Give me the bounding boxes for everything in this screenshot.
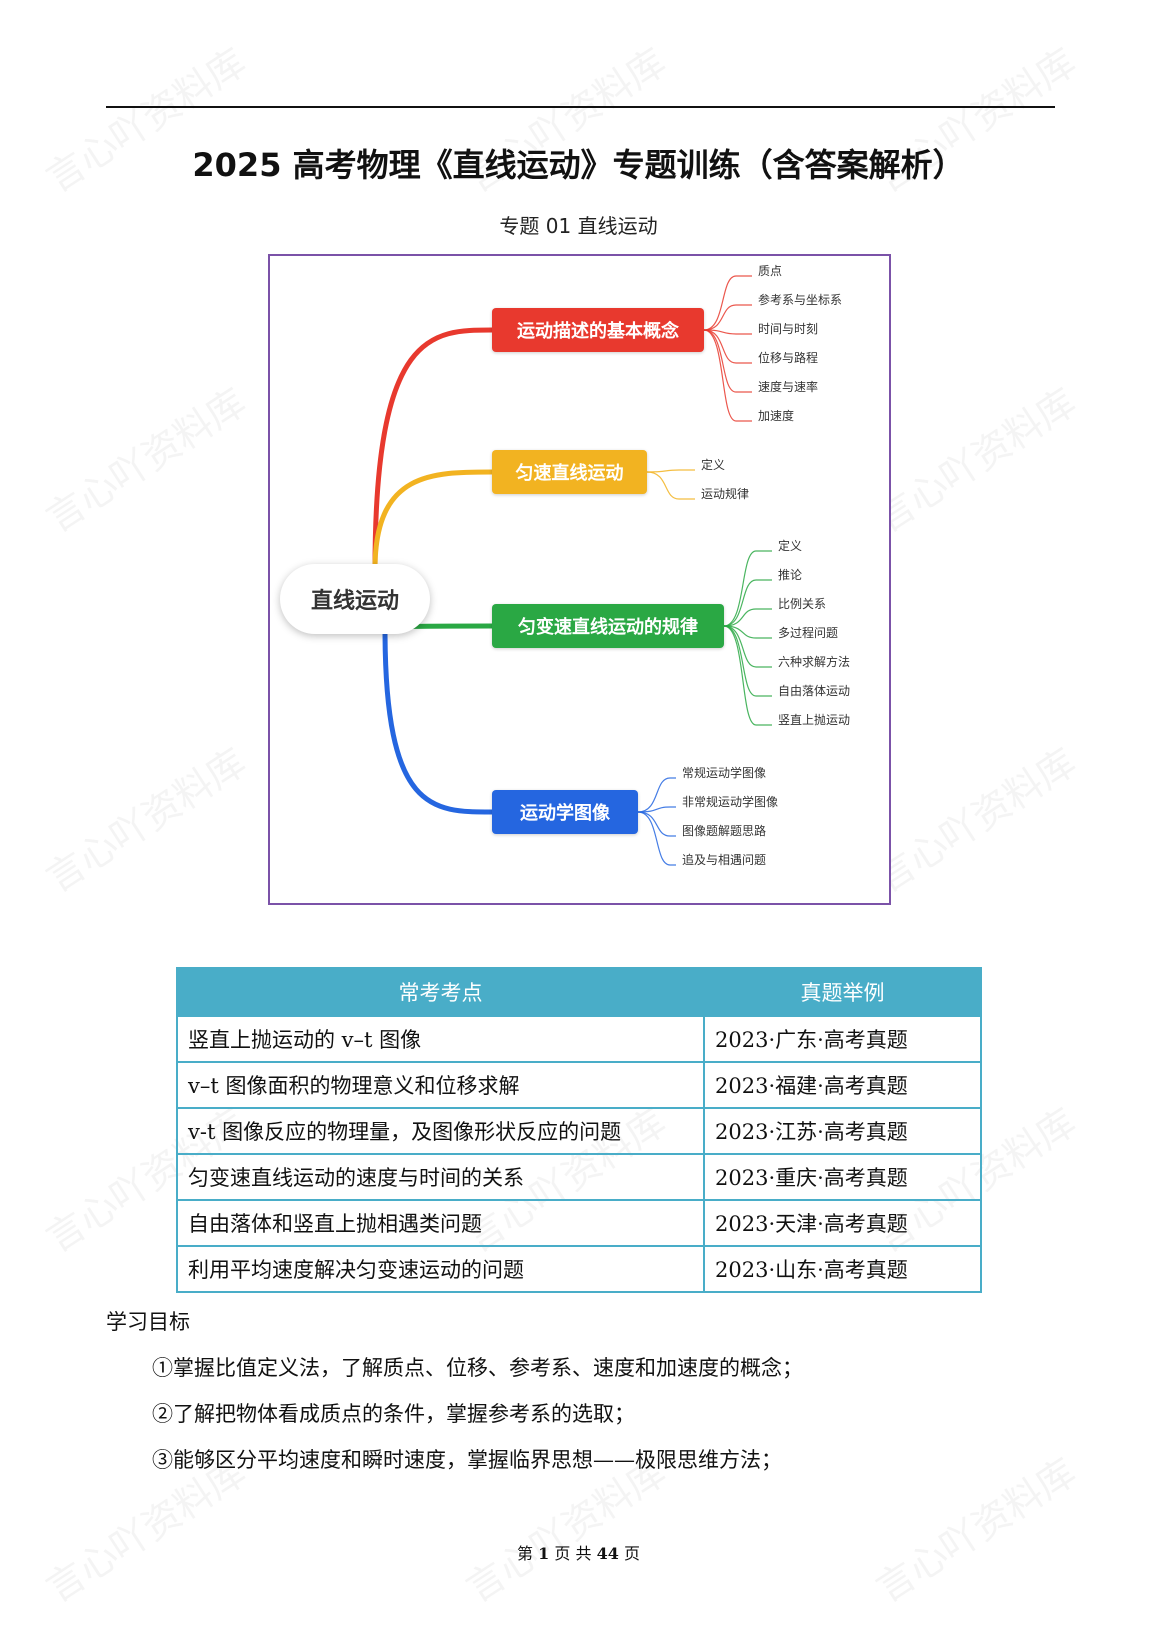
- mindmap-leaf-connector: [646, 471, 695, 500]
- mindmap-leaf-label: 质点: [758, 264, 783, 278]
- mindmap-leaf-label: 加速度: [758, 409, 795, 423]
- table-cell-point: v-t 图像反应的物理量，及图像形状反应的问题: [176, 1107, 705, 1155]
- mindmap-leaf-connector: [703, 329, 752, 335]
- footer-prefix: 第: [517, 1544, 534, 1563]
- header-rule: [106, 106, 1055, 108]
- mindmap-branch-node: 匀变速直线运动的规律: [492, 604, 724, 648]
- mindmap-leaf-label: 多过程问题: [778, 626, 839, 640]
- table-cell-example: 2023·重庆·高考真题: [703, 1153, 982, 1201]
- footer-middle: 页 共: [554, 1544, 592, 1563]
- table-cell-point: v–t 图像面积的物理意义和位移求解: [176, 1061, 705, 1109]
- mindmap-leaf-connector: [723, 550, 772, 627]
- mindmap-leaf-label: 速度与速率: [758, 380, 819, 394]
- table-cell-point: 匀变速直线运动的速度与时间的关系: [176, 1153, 705, 1201]
- mindmap-leaf-connector: [637, 806, 676, 813]
- mindmap-leaf-connector: [703, 304, 752, 331]
- mindmap-leaf-label: 追及与相遇问题: [682, 853, 767, 867]
- mindmap-leaf-label: 非常规运动学图像: [682, 795, 779, 809]
- mindmap-leaf-connector: [703, 329, 752, 393]
- mindmap-figure: 直线运动 运动描述的基本概念 质点参考系与坐标系时间与时刻位移与路程速度与速率加速…: [268, 254, 891, 905]
- table-row: 匀变速直线运动的速度与时间的关系 2023·重庆·高考真题: [176, 1153, 982, 1201]
- table-cell-example: 2023·天津·高考真题: [703, 1199, 982, 1247]
- mindmap-leaf-label: 推论: [778, 568, 803, 582]
- mindmap-leaf-connector: [723, 608, 772, 627]
- footer-page-number: 1: [538, 1544, 550, 1563]
- mindmap-center-node: 直线运动: [280, 564, 430, 634]
- table-header-examples: 真题举例: [703, 967, 982, 1017]
- table-row: v-t 图像反应的物理量，及图像形状反应的问题 2023·江苏·高考真题: [176, 1107, 982, 1155]
- table-cell-example: 2023·福建·高考真题: [703, 1061, 982, 1109]
- table-cell-point: 利用平均速度解决匀变速运动的问题: [176, 1245, 705, 1293]
- goal-item: ①掌握比值定义法，了解质点、位移、参考系、速度和加速度的概念；: [152, 1356, 803, 1380]
- mindmap-leaf-connector: [637, 777, 676, 813]
- mindmap-leaf-connector: [703, 329, 752, 422]
- table-row: v–t 图像面积的物理意义和位移求解 2023·福建·高考真题: [176, 1061, 982, 1109]
- mindmap-leaf-connector: [723, 625, 772, 668]
- goal-item: ②了解把物体看成质点的条件，掌握参考系的选取；: [152, 1402, 635, 1426]
- exam-points-table: 常考考点 真题举例 竖直上抛运动的 v–t 图像 2023·广东·高考真题 v–…: [176, 967, 982, 1293]
- mindmap-leaf-connector: [703, 275, 752, 331]
- mindmap-branch-node: 匀速直线运动: [492, 450, 647, 494]
- mindmap-leaf-label: 定义: [778, 539, 803, 553]
- footer-total-pages: 44: [596, 1544, 619, 1563]
- table-row: 自由落体和竖直上抛相遇类问题 2023·天津·高考真题: [176, 1199, 982, 1247]
- watermark: 言心吖资料库: [868, 739, 1084, 901]
- mindmap-leaf-connector: [637, 811, 676, 866]
- mindmap-leaf-connector: [723, 625, 772, 726]
- footer-suffix: 页: [623, 1544, 640, 1563]
- mindmap-branch-node: 运动学图像: [492, 790, 638, 834]
- mindmap-leaf-label: 六种求解方法: [778, 655, 851, 669]
- table-row: 竖直上抛运动的 v–t 图像 2023·广东·高考真题: [176, 1015, 982, 1063]
- table-cell-example: 2023·山东·高考真题: [703, 1245, 982, 1293]
- mindmap-leaf-connector: [646, 469, 695, 473]
- mindmap-branch-node: 运动描述的基本概念: [492, 308, 704, 352]
- watermark: 言心吖资料库: [38, 739, 254, 901]
- table-cell-point: 自由落体和竖直上抛相遇类问题: [176, 1199, 705, 1247]
- mindmap-branch-connector: [372, 469, 493, 570]
- mindmap-leaf-label: 自由落体运动: [778, 684, 851, 698]
- mindmap-leaf-label: 比例关系: [778, 597, 827, 611]
- mindmap-leaf-label: 运动规律: [701, 487, 750, 501]
- document-subtitle: 专题 01 直线运动: [499, 214, 658, 238]
- watermark: 言心吖资料库: [38, 379, 254, 541]
- mindmap-leaf-connector: [637, 811, 676, 837]
- table-header-row: 常考考点 真题举例: [176, 967, 982, 1017]
- mindmap-leaf-label: 位移与路程: [758, 351, 819, 365]
- watermark: 言心吖资料库: [868, 1449, 1084, 1611]
- mindmap-leaf-label: 时间与时刻: [758, 322, 819, 336]
- table-cell-example: 2023·江苏·高考真题: [703, 1107, 982, 1155]
- table-header-points: 常考考点: [176, 967, 705, 1017]
- mindmap-branch-connector: [372, 327, 493, 570]
- table-cell-example: 2023·广东·高考真题: [703, 1015, 982, 1063]
- mindmap-leaf-connector: [703, 329, 752, 364]
- watermark: 言心吖资料库: [868, 379, 1084, 541]
- mindmap-leaf-label: 常规运动学图像: [682, 766, 767, 780]
- mindmap-leaf-label: 竖直上抛运动: [778, 713, 851, 727]
- mindmap-leaf-label: 图像题解题思路: [682, 824, 767, 838]
- mindmap-leaf-label: 参考系与坐标系: [758, 293, 843, 307]
- mindmap-branch-connector: [382, 628, 493, 815]
- page-footer: 第 1 页 共 44 页: [0, 1540, 1157, 1564]
- mindmap-leaf-label: 定义: [701, 458, 726, 472]
- mindmap-leaf-connector: [723, 579, 772, 627]
- table-row: 利用平均速度解决匀变速运动的问题 2023·山东·高考真题: [176, 1245, 982, 1293]
- goals-heading: 学习目标: [106, 1310, 190, 1334]
- table-cell-point: 竖直上抛运动的 v–t 图像: [176, 1015, 705, 1063]
- goal-item: ③能够区分平均速度和瞬时速度，掌握临界思想——极限思维方法；: [152, 1448, 782, 1472]
- mindmap-leaf-connector: [723, 625, 772, 639]
- document-title: 2025 高考物理《直线运动》专题训练（含答案解析）: [192, 146, 965, 184]
